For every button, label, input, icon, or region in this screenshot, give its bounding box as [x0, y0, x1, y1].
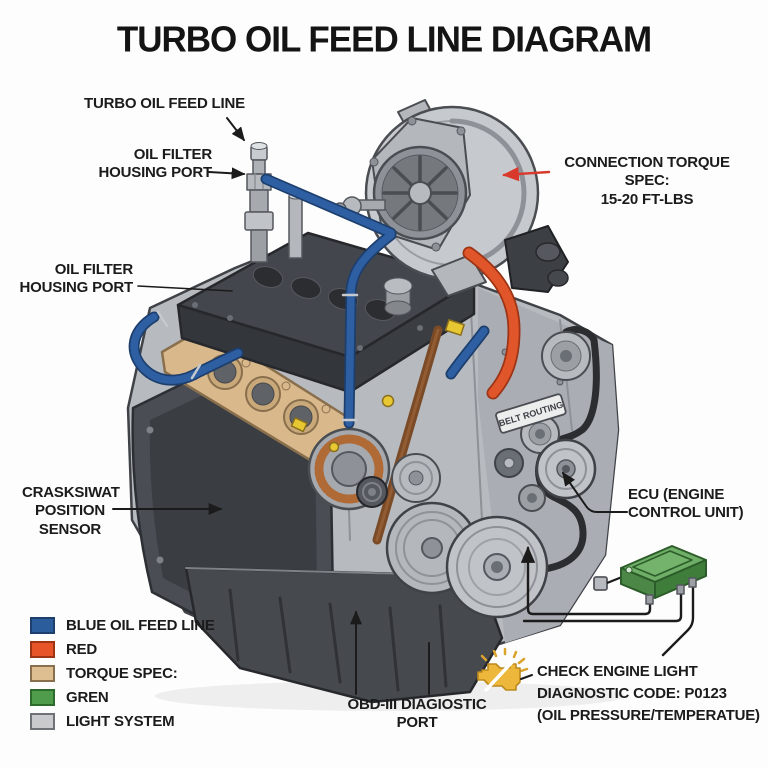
valve-cover [176, 231, 476, 394]
callout-arrows [112, 117, 628, 695]
arrow-turbo-oil-feed-line [226, 117, 245, 142]
banjo-fittings [290, 319, 465, 453]
line-oil-filter-port-left [137, 285, 233, 292]
legend-row-torque-spec: TORQUE SPEC: [30, 664, 215, 682]
check-engine-light-icon [477, 647, 529, 692]
engine-artwork: BELT ROUTING [126, 99, 625, 711]
legend-label: TORQUE SPEC: [66, 664, 178, 682]
label-connection-torque-spec: CONNECTION TORQUE SPEC: 15-20 FT-LBS [564, 154, 730, 208]
dash-check-engine [520, 674, 533, 680]
tensioner-pulley [518, 484, 546, 512]
label-ecu: ECU (ENGINE CONTROL UNIT) [628, 486, 744, 522]
legend-row-blue-oil-feed-line: BLUE OIL FEED LINE [30, 616, 215, 634]
legend-swatch-gray [30, 712, 55, 730]
ecu-wire-lower [522, 591, 683, 623]
alternator [307, 427, 391, 511]
ecu-connector-plug [593, 576, 608, 591]
arrow-oil-filter-port-top [208, 167, 246, 180]
label-obd-port: OBD-III DIAGIOSTIC PORT [347, 696, 487, 732]
legend-swatch-blue [30, 616, 55, 634]
pulley-ecu-target [535, 438, 597, 500]
legend-label: LIGHT SYSTEM [66, 712, 175, 730]
label-oil-filter-housing-port-top: OIL FILTER HOUSING PORT [98, 146, 213, 182]
legend-row-red: RED [30, 640, 215, 658]
coolant-hose-orange [462, 246, 521, 400]
oil-feed-fitting [244, 142, 274, 263]
legend-label: RED [66, 640, 98, 658]
label-oil-filter-housing-port-left: OIL FILTER HOUSING PORT [19, 261, 134, 297]
ecu-wire-to-engine [520, 546, 652, 616]
legend-label: GREN [66, 688, 109, 706]
legend-label: BLUE OIL FEED LINE [66, 616, 215, 634]
water-pump-pulley [391, 453, 441, 503]
legend-row-green: GREN [30, 688, 215, 706]
page-title: TURBO OIL FEED LINE DIAGRAM [116, 19, 652, 60]
legend-swatch-tan [30, 664, 55, 682]
legend-row-light-system: LIGHT SYSTEM [30, 712, 215, 730]
oil-feed-line-blue [128, 173, 490, 429]
label-turbo-oil-feed-line: TURBO OIL FEED LINE [84, 95, 245, 112]
legend: BLUE OIL FEED LINE RED TORQUE SPEC: GREN… [30, 616, 215, 730]
label-crankshaft-position-sensor: CRASKSIWAT POSITION SENSOR [22, 484, 120, 538]
ecu-wiring [520, 546, 695, 657]
legend-swatch-red [30, 640, 55, 658]
ribbed-pulley-small [494, 448, 524, 478]
dipstick-tube [288, 192, 303, 259]
idler-pulley-top [541, 331, 591, 381]
ecu-wire-to-check-engine [661, 584, 695, 657]
label-check-engine: CHECK ENGINE LIGHT DIAGNOSTIC CODE: P012… [537, 663, 760, 724]
arrow-connection-torque [502, 166, 551, 182]
ecu-module [593, 545, 707, 605]
harmonic-balancer-pulley [445, 515, 549, 619]
legend-swatch-green [30, 688, 55, 706]
turbocharger [333, 99, 569, 297]
line-ecu-callout [562, 471, 628, 513]
